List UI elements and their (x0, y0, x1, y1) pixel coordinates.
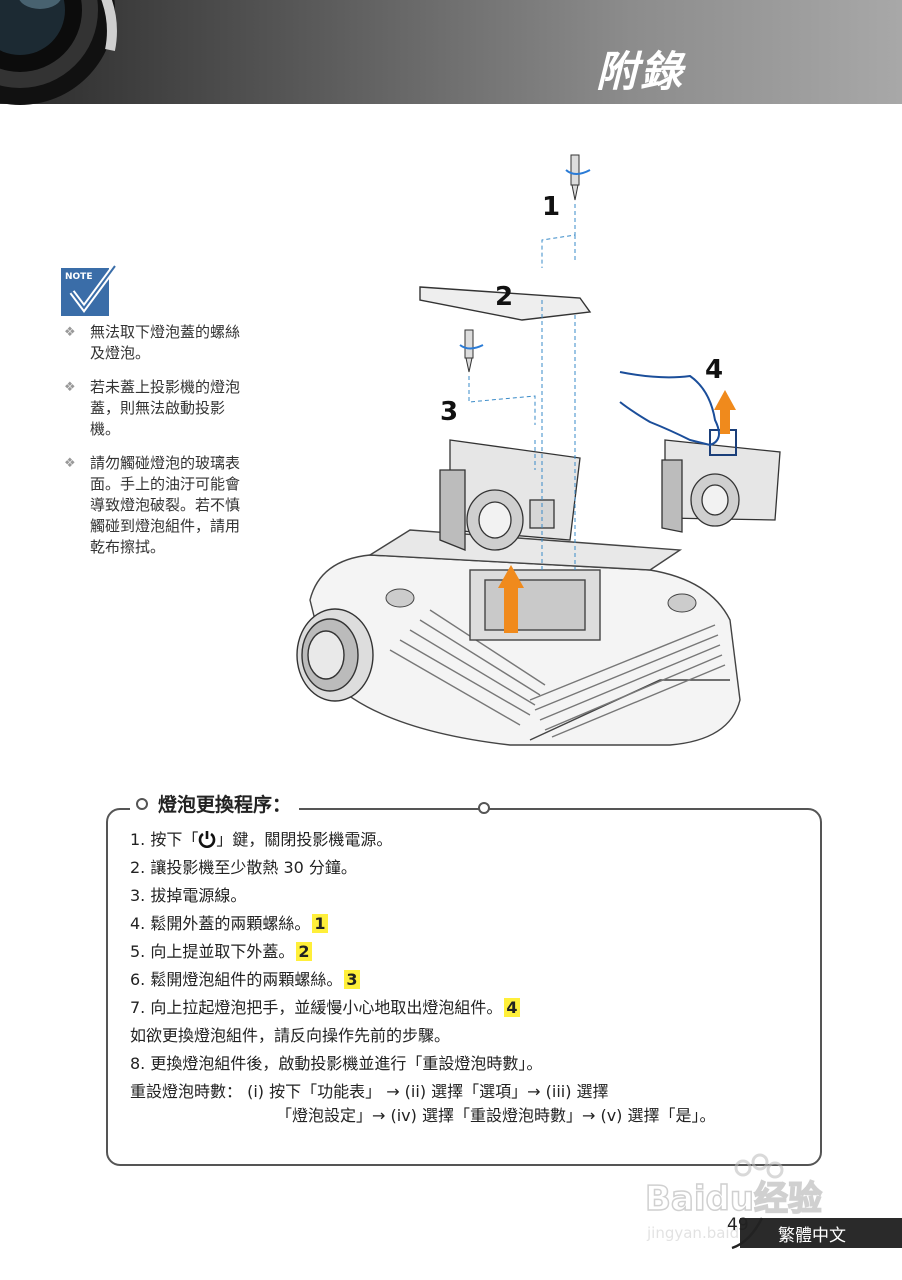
step-1: 1. 按下「」鍵，關閉投影機電源。 (130, 830, 393, 849)
reverse-note: 如欲更換燈泡組件，請反向操作先前的步驟。 (130, 1026, 451, 1045)
lamp-assembly-removed (661, 429, 781, 533)
callout-3: 3 (440, 397, 458, 427)
hand-graphic-icon (619, 371, 720, 447)
reset-line-1: 重設燈泡時數： (i) 按下「功能表」 → (ii) 選擇「選項」→ (iii)… (130, 1082, 609, 1101)
power-icon (199, 831, 216, 848)
svg-text:Baidu经验: Baidu经验 (645, 1179, 822, 1219)
diamond-bullet-icon: ❖ (64, 325, 76, 340)
circle-bullet-icon (136, 797, 148, 810)
circle-bullet-icon (478, 802, 490, 814)
step-badge: 3 (344, 970, 360, 989)
lens-graphic-icon (0, 0, 117, 105)
reset-line-2: 「燈泡設定」→ (iv) 選擇「重設燈泡時數」→ (v) 選擇「是」。 (276, 1106, 716, 1125)
lamp-replacement-diagram: 1 2 3 4 (296, 154, 781, 746)
step-2: 2. 讓投影機至少散熱 30 分鐘。 (130, 858, 357, 877)
screwdriver-icon (459, 329, 484, 373)
diamond-bullet-icon: ❖ (64, 380, 76, 395)
screwdriver-icon (565, 154, 591, 201)
screw-guide-lines (468, 204, 576, 570)
footer-bar (740, 1218, 902, 1248)
step-6: 6. 鬆開燈泡組件的兩顆螺絲。3 (130, 970, 360, 989)
callout-1: 1 (542, 192, 560, 222)
note-item: ❖無法取下燈泡蓋的螺絲及燈泡。 (64, 323, 241, 362)
callout-2: 2 (495, 282, 513, 312)
procedure-header: 燈泡更換程序： (130, 790, 300, 817)
step-7: 7. 向上拉起燈泡把手，並緩慢小心地取出燈泡組件。4 (130, 998, 520, 1017)
lamp-cover (419, 286, 592, 321)
lift-arrow-icon (714, 390, 736, 434)
step-badge: 1 (312, 914, 328, 933)
note-item: ❖請勿觸碰燈泡的玻璃表面。手上的油汙可能會導致燈泡破裂。若不慎觸碰到燈泡組件，請… (64, 454, 241, 556)
adjust-knobs (385, 588, 697, 613)
step-5: 5. 向上提並取下外蓋。2 (130, 942, 312, 961)
step-8: 8. 更換燈泡組件後，啟動投影機並進行「重設燈泡時數」。 (130, 1054, 543, 1073)
callout-4: 4 (705, 355, 723, 385)
projector-body (309, 529, 741, 746)
step-3: 3. 拔掉電源線。 (130, 886, 247, 905)
step-badge: 2 (296, 942, 312, 961)
note-check-icon: NOTE (61, 264, 118, 316)
diamond-bullet-icon: ❖ (64, 456, 76, 471)
procedure-steps: 1. 按下「」鍵，關閉投影機電源。 2. 讓投影機至少散熱 30 分鐘。 3. … (130, 826, 810, 1128)
step-4: 4. 鬆開外蓋的兩顆螺絲。1 (130, 914, 328, 933)
up-arrow-icon (498, 565, 524, 633)
footer-language: 繁體中文 (778, 1226, 846, 1246)
footer-slash-icon (731, 1217, 764, 1250)
procedure-title: 燈泡更換程序： (158, 794, 292, 816)
projector-lens (296, 608, 374, 702)
step-badge: 4 (504, 998, 520, 1017)
note-list: ❖無法取下燈泡蓋的螺絲及燈泡。 ❖若未蓋上投影機的燈泡蓋，則無法啟動投影機。 ❖… (62, 322, 252, 571)
page-number: 49 (727, 1215, 749, 1235)
procedure-box (106, 808, 822, 1166)
page-header: 附錄 (0, 0, 902, 105)
lamp-assembly (439, 439, 581, 551)
note-item: ❖若未蓋上投影機的燈泡蓋，則無法啟動投影機。 (64, 378, 241, 438)
svg-text:NOTE: NOTE (65, 272, 92, 282)
page-title: 附錄 (596, 47, 685, 96)
